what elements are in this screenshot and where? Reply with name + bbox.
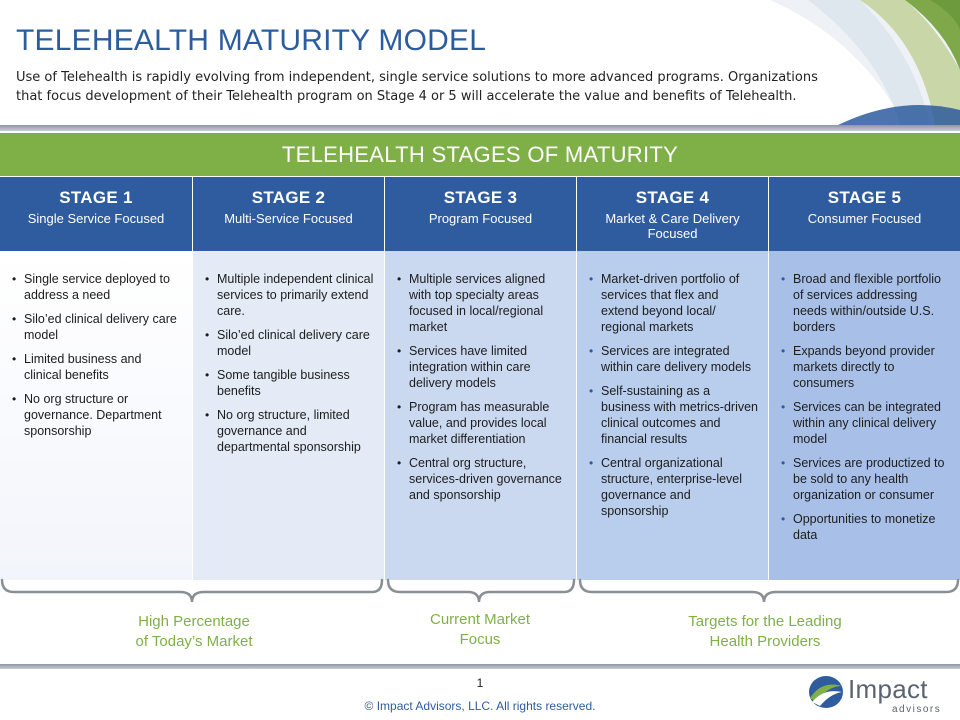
grouping-brackets xyxy=(0,578,960,603)
stage-2-column: STAGE 2 Multi-Service Focused Multiple i… xyxy=(192,177,384,580)
stage-4-body: Market-driven portfolio of services that… xyxy=(577,251,768,580)
bullet-item: Opportunities to monetize data xyxy=(779,511,950,543)
stage-5-subtitle: Consumer Focused xyxy=(807,211,922,226)
bullet-item: Self-sustaining as a business with metri… xyxy=(587,383,758,447)
market-label-line: Current Market xyxy=(429,611,531,628)
stage-3-bullets: Multiple services aligned with top speci… xyxy=(395,271,566,503)
bracket-stages-4-5 xyxy=(578,578,960,603)
stage-5-column: STAGE 5 Consumer Focused Broad and flexi… xyxy=(768,177,960,580)
bullet-item: Multiple independent clinical services t… xyxy=(203,271,374,319)
bullet-item: Silo’ed clinical delivery care model xyxy=(10,311,182,343)
market-label-line: Targets for the Leading xyxy=(688,613,842,630)
bracket-stage-3 xyxy=(386,578,576,603)
stage-3-header: STAGE 3 Program Focused xyxy=(385,177,576,251)
impact-advisors-logo: Impact advisors xyxy=(806,674,946,718)
stage-1-body: Single service deployed to address a nee… xyxy=(0,251,192,580)
bullet-item: Limited business and clinical benefits xyxy=(10,351,182,383)
stage-2-header: STAGE 2 Multi-Service Focused xyxy=(193,177,384,251)
bullet-item: Central organizational structure, enterp… xyxy=(587,455,758,519)
stage-3-subtitle: Program Focused xyxy=(428,211,533,226)
stage-4-subtitle: Market & Care Delivery Focused xyxy=(605,211,740,241)
page-title: TELEHEALTH MATURITY MODEL xyxy=(16,24,487,57)
stage-1-bullets: Single service deployed to address a nee… xyxy=(10,271,182,439)
market-label-line: High Percentage xyxy=(138,613,250,630)
top-divider xyxy=(0,125,960,131)
market-label-line: of Today’s Market xyxy=(135,633,253,650)
bullet-item: Broad and flexible portfolio of services… xyxy=(779,271,950,335)
stage-1-header: STAGE 1 Single Service Focused xyxy=(0,177,192,251)
stage-3-title: STAGE 3 xyxy=(443,188,518,207)
stage-4-column: STAGE 4 Market & Care Delivery Focused M… xyxy=(576,177,768,580)
stage-3-column: STAGE 3 Program Focused Multiple service… xyxy=(384,177,576,580)
bullet-item: Multiple services aligned with top speci… xyxy=(395,271,566,335)
stage-2-title: STAGE 2 xyxy=(251,188,326,207)
page-number: 1 xyxy=(476,676,484,690)
stage-3-body: Multiple services aligned with top speci… xyxy=(385,251,576,580)
stage-1-title: STAGE 1 xyxy=(59,188,133,207)
bullet-item: Single service deployed to address a nee… xyxy=(10,271,182,303)
logo-wordmark: Impact xyxy=(848,674,928,704)
bracket-stages-1-2 xyxy=(0,578,384,603)
corner-swoosh-graphic xyxy=(770,0,960,125)
stages-banner: TELEHEALTH STAGES OF MATURITY xyxy=(0,133,960,176)
stage-4-title: STAGE 4 xyxy=(635,188,710,207)
market-label-line: Health Providers xyxy=(709,633,821,650)
stage-5-body: Broad and flexible portfolio of services… xyxy=(769,251,960,580)
bullet-item: Services are integrated within care deli… xyxy=(587,343,758,375)
bullet-item: Market-driven portfolio of services that… xyxy=(587,271,758,335)
bullet-item: Services are productized to be sold to a… xyxy=(779,455,950,503)
stage-5-bullets: Broad and flexible portfolio of services… xyxy=(779,271,950,543)
logo-swoosh-icon xyxy=(809,676,843,708)
stage-1-column: STAGE 1 Single Service Focused Single se… xyxy=(0,177,192,580)
bullet-item: No org structure or governance. Departme… xyxy=(10,391,182,439)
stage-5-header: STAGE 5 Consumer Focused xyxy=(769,177,960,251)
intro-paragraph: Use of Telehealth is rapidly evolving fr… xyxy=(16,70,818,104)
bullet-item: Some tangible business benefits xyxy=(203,367,374,399)
market-label-today: High Percentage of Today’s Market xyxy=(96,612,292,652)
stage-2-subtitle: Multi-Service Focused xyxy=(224,211,353,226)
stages-grid: STAGE 1 Single Service Focused Single se… xyxy=(0,177,960,580)
stage-2-body: Multiple independent clinical services t… xyxy=(193,251,384,580)
bullet-item: No org structure, limited governance and… xyxy=(203,407,374,455)
bullet-item: Silo’ed clinical delivery care model xyxy=(203,327,374,359)
bullet-item: Services can be integrated within any cl… xyxy=(779,399,950,447)
bullet-item: Services have limited integration within… xyxy=(395,343,566,391)
stage-4-bullets: Market-driven portfolio of services that… xyxy=(587,271,758,519)
bullet-item: Central org structure, services-driven g… xyxy=(395,455,566,503)
market-label-current: Current Market Focus xyxy=(390,610,570,650)
market-label-targets: Targets for the Leading Health Providers xyxy=(650,612,880,652)
stage-1-subtitle: Single Service Focused xyxy=(27,211,165,226)
bottom-divider xyxy=(0,664,960,669)
bullet-item: Expands beyond provider markets directly… xyxy=(779,343,950,391)
stage-4-header: STAGE 4 Market & Care Delivery Focused xyxy=(577,177,768,251)
stage-5-title: STAGE 5 xyxy=(827,188,902,207)
copyright-notice: © Impact Advisors, LLC. All rights reser… xyxy=(364,699,596,713)
stage-2-bullets: Multiple independent clinical services t… xyxy=(203,271,374,455)
bullet-item: Program has measurable value, and provid… xyxy=(395,399,566,447)
market-label-line: Focus xyxy=(459,631,501,648)
logo-subtext: advisors xyxy=(892,704,942,715)
